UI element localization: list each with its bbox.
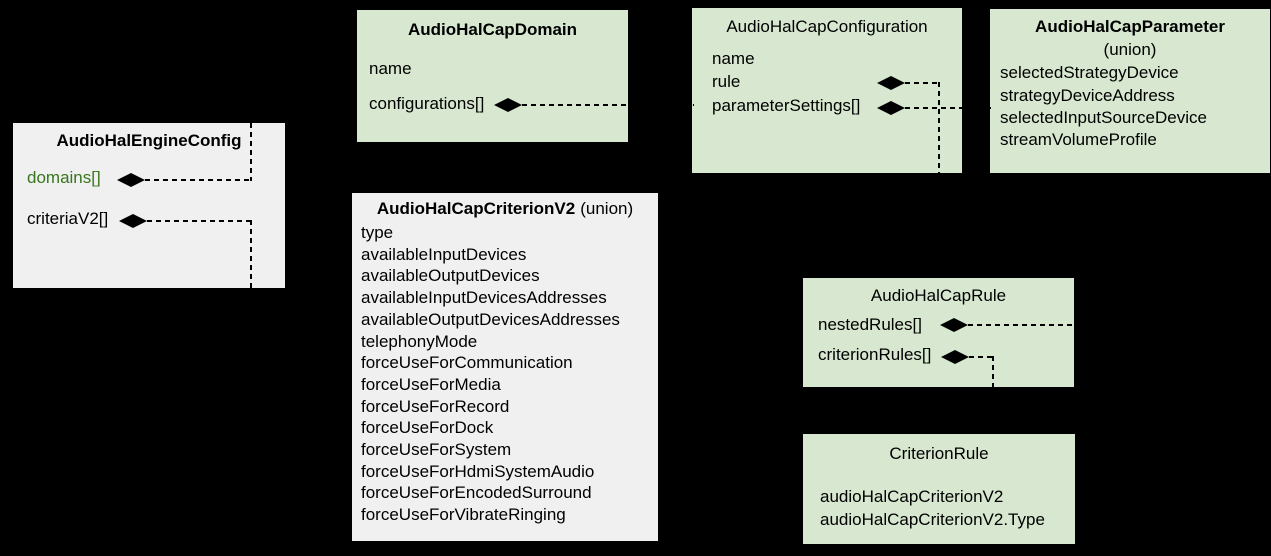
connector-nested-rules-h: [968, 324, 1074, 326]
field-audio-hal-cap-criterion-v2-type: audioHalCapCriterionV2.Type: [820, 510, 1045, 529]
field-force-use-for-record: forceUseForRecord: [361, 397, 510, 416]
field-selected-strategy-device: selectedStrategyDevice: [1000, 63, 1179, 82]
field-stream-volume-profile: streamVolumeProfile: [1000, 130, 1157, 149]
box-title: AudioHalCapRule: [870, 286, 1007, 305]
field-force-use-for-media: forceUseForMedia: [361, 375, 501, 394]
field-parameter-settings: parameterSettings[]: [712, 96, 861, 115]
connector-criteria-v2-v: [250, 220, 252, 289]
connector-criterion-rules-h: [969, 356, 994, 358]
audio-hal-cap-domain-box: AudioHalCapDomain name configurations[]: [357, 10, 628, 142]
audio-hal-engine-config-box: AudioHalEngineConfig domains[] criteriaV…: [13, 123, 285, 288]
box-title-union-suffix: (union): [580, 199, 634, 218]
connector-criterion-rules-v: [992, 356, 994, 436]
field-selected-input-source-device: selectedInputSourceDevice: [1000, 108, 1207, 127]
field-force-use-for-dock: forceUseForDock: [361, 418, 494, 437]
field-force-use-for-hdmi-system-audio: forceUseForHdmiSystemAudio: [361, 462, 595, 481]
aggregation-diamond-icon-rule: [877, 76, 905, 90]
audio-hal-cap-parameter-box: AudioHalCapParameter (union) selectedStr…: [990, 9, 1270, 173]
field-criterion-rules: criterionRules[]: [818, 345, 932, 364]
connector-rule-v: [938, 82, 940, 278]
connector-criteria-v2-h: [147, 220, 252, 222]
connector-parameter-settings-h: [905, 107, 992, 109]
field-audio-hal-cap-criterion-v2: audioHalCapCriterionV2: [820, 487, 1004, 506]
field-type: type: [361, 223, 394, 242]
box-title: AudioHalCapDomain: [407, 20, 578, 39]
box-title-main: AudioHalCapCriterionV2: [376, 199, 576, 218]
audio-hal-cap-criterion-v2-box: AudioHalCapCriterionV2(union) type avail…: [352, 193, 658, 541]
field-configurations: configurations[]: [369, 94, 485, 113]
field-name: name: [369, 59, 412, 78]
box-title: AudioHalCapCriterionV2(union): [352, 199, 658, 219]
field-available-input-devices-addresses: availableInputDevicesAddresses: [361, 288, 607, 307]
field-nested-rules: nestedRules[]: [818, 315, 922, 334]
field-criteria-v2: criteriaV2[]: [27, 209, 109, 228]
box-subtitle-union: (union): [1103, 40, 1157, 59]
field-available-input-devices: availableInputDevices: [361, 245, 527, 264]
aggregation-diamond-icon-parameter-settings: [877, 101, 905, 115]
criterion-rule-box: CriterionRule audioHalCapCriterionV2 aud…: [803, 434, 1075, 544]
field-telephony-mode: telephonyMode: [361, 332, 478, 351]
audio-hal-cap-configuration-box: AudioHalCapConfiguration name rule param…: [692, 8, 962, 173]
field-force-use-for-encoded-surround: forceUseForEncodedSurround: [361, 483, 592, 502]
field-force-use-for-system: forceUseForSystem: [361, 440, 512, 459]
aggregation-diamond-icon-nested-rules: [940, 318, 968, 332]
connector-domains-v: [250, 123, 252, 181]
field-strategy-device-address: strategyDeviceAddress: [1000, 86, 1175, 105]
connector-rule-h: [905, 82, 940, 84]
connector-configurations-h: [522, 104, 694, 106]
field-force-use-for-communication: forceUseForCommunication: [361, 353, 573, 372]
aggregation-diamond-icon-criterion-rules: [941, 350, 969, 364]
field-domains: domains[]: [27, 168, 101, 187]
field-name: name: [712, 49, 755, 68]
aggregation-diamond-icon-configurations: [494, 98, 522, 112]
aggregation-diamond-icon-criteria-v2: [119, 214, 147, 228]
field-force-use-for-vibrate-ringing: forceUseForVibrateRinging: [361, 505, 566, 524]
connector-domains-h: [145, 179, 252, 181]
field-rule: rule: [712, 72, 741, 91]
audio-hal-cap-rule-box: AudioHalCapRule nestedRules[] criterionR…: [803, 278, 1074, 387]
box-title: CriterionRule: [889, 444, 989, 463]
field-available-output-devices: availableOutputDevices: [361, 266, 540, 285]
aggregation-diamond-icon-domains: [117, 173, 145, 187]
field-available-output-devices-addresses: availableOutputDevicesAddresses: [361, 310, 620, 329]
box-title: AudioHalCapParameter: [1035, 17, 1225, 36]
box-title: AudioHalEngineConfig: [56, 131, 242, 150]
box-title: AudioHalCapConfiguration: [726, 17, 928, 36]
